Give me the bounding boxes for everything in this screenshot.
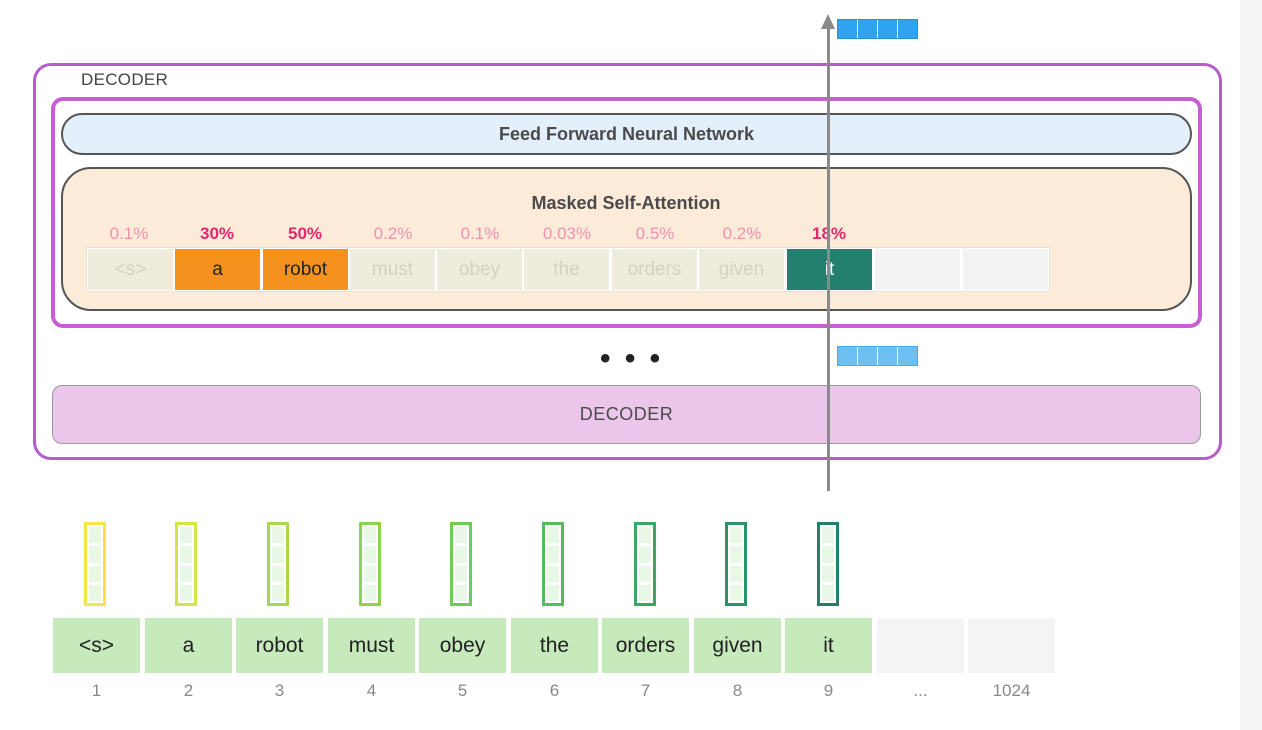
attention-token: given [699,249,784,290]
decoder-stack-label: DECODER [81,70,169,89]
attention-token-empty [963,249,1048,290]
attention-token: must [350,249,435,290]
position-index: 4 [366,681,377,700]
intermediate-vector [837,346,918,366]
input-token: the [511,618,598,673]
attention-weight: 30% [199,224,235,243]
attention-weight: 0.1% [109,224,149,243]
embedding-vector [817,522,839,606]
lower-decoder-block: DECODER [52,385,1201,444]
position-index: 1024 [992,681,1031,700]
position-index: 2 [183,681,194,700]
lower-decoder-label: DECODER [579,404,674,424]
attention-weight: 0.1% [460,224,500,243]
feed-forward-label: Feed Forward Neural Network [498,123,755,144]
right-edge-strip [1240,0,1262,730]
input-token: must [328,618,415,673]
embedding-vector [725,522,747,606]
attention-weight: 50% [287,224,323,243]
position-index: 6 [549,681,560,700]
attention-weight: 0.03% [542,224,592,243]
input-token-empty [877,618,964,673]
attention-token: the [524,249,609,290]
position-index: 3 [274,681,285,700]
input-token-empty [968,618,1055,673]
attention-token-empty [875,249,960,290]
position-index: 9 [823,681,834,700]
decoder-block [51,97,1202,328]
output-vector [837,19,918,39]
input-token: a [145,618,232,673]
attention-token: orders [612,249,697,290]
feed-forward-layer: Feed Forward Neural Network [61,113,1192,155]
embedding-vector [450,522,472,606]
position-index: 8 [732,681,743,700]
position-index: 5 [457,681,468,700]
input-token: obey [419,618,506,673]
flow-arrow-line [827,26,830,491]
position-index: ... [913,681,928,700]
input-token: orders [602,618,689,673]
arrow-up-icon [821,14,835,29]
attention-token: <s> [88,249,173,290]
position-index: 1 [91,681,102,700]
input-token: it [785,618,872,673]
attention-token: obey [437,249,522,290]
input-token: robot [236,618,323,673]
attention-token-highlighted: robot [263,249,348,290]
attention-weight: 0.2% [722,224,762,243]
embedding-vector [359,522,381,606]
masked-self-attention-title: Masked Self-Attention [531,193,721,213]
embedding-vector [84,522,106,606]
input-token: <s> [53,618,140,673]
position-index: 7 [640,681,651,700]
ellipsis: • • • [600,342,664,375]
decoder-stack [33,63,1222,460]
embedding-vector [634,522,656,606]
attention-weight: 0.2% [373,224,413,243]
attention-token-highlighted: a [175,249,260,290]
embedding-vector [175,522,197,606]
embedding-vector [542,522,564,606]
attention-weight: 0.5% [635,224,675,243]
embedding-vector [267,522,289,606]
input-token: given [694,618,781,673]
